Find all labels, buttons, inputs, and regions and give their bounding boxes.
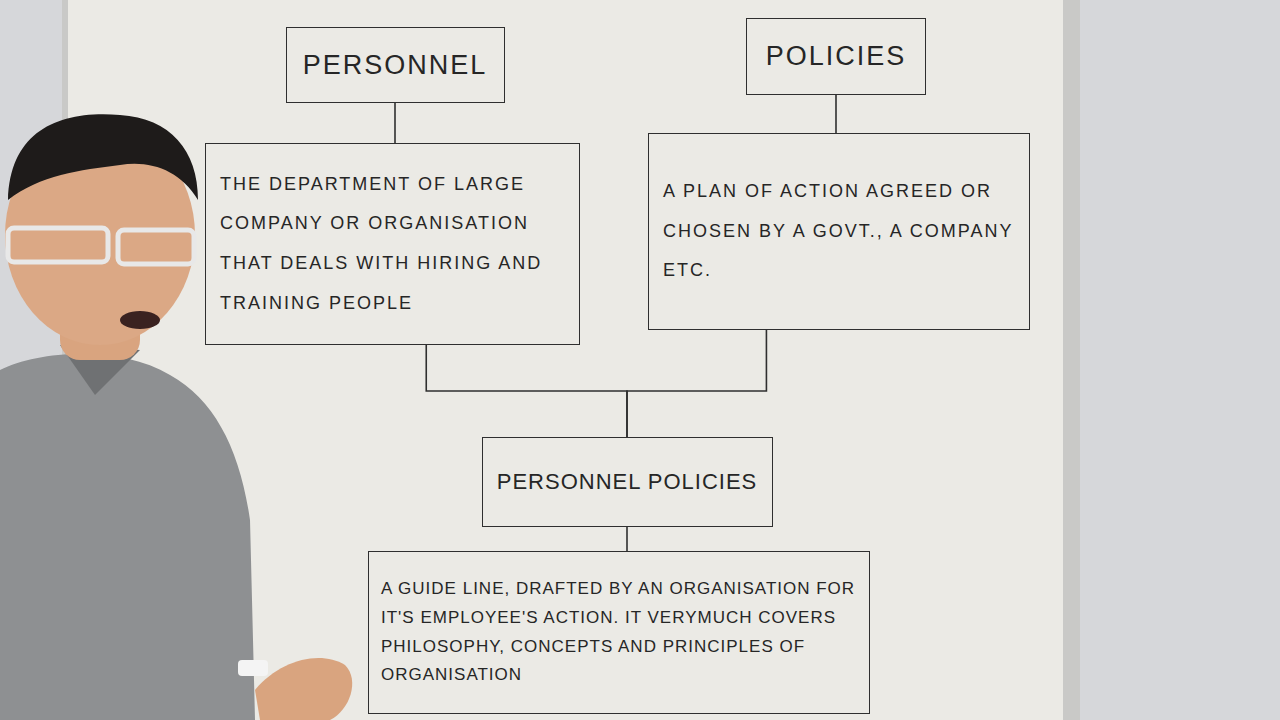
definition-text: A GUIDE LINE, DRAFTED BY AN ORGANISATION… xyxy=(381,575,857,691)
heading-text: PERSONNEL xyxy=(301,49,490,81)
connector-line xyxy=(394,103,396,143)
heading-box: PERSONNEL xyxy=(286,27,505,103)
connector-line xyxy=(835,95,837,133)
presenter-hair xyxy=(8,114,198,200)
heading-text: POLICIES xyxy=(761,40,911,72)
heading-box: PERSONNEL POLICIES xyxy=(482,437,773,527)
definition-text: THE DEPARTMENT OF LARGE COMPANY OR ORGAN… xyxy=(220,165,565,323)
connector-line xyxy=(426,345,627,437)
connector-line xyxy=(626,527,628,551)
connector-line xyxy=(627,330,766,437)
definition-box: A PLAN OF ACTION AGREED OR CHOSEN BY A G… xyxy=(648,133,1030,330)
presenter-glasses xyxy=(118,230,194,264)
presenter-hands xyxy=(255,658,352,720)
definition-box: THE DEPARTMENT OF LARGE COMPANY OR ORGAN… xyxy=(205,143,580,345)
heading-box: POLICIES xyxy=(746,18,926,95)
heading-text: PERSONNEL POLICIES xyxy=(495,469,760,495)
presenter-shirt xyxy=(0,354,255,720)
presenter-glasses xyxy=(8,228,108,262)
definition-text: A PLAN OF ACTION AGREED OR CHOSEN BY A G… xyxy=(663,172,1015,291)
marker xyxy=(238,660,268,676)
definition-box: A GUIDE LINE, DRAFTED BY AN ORGANISATION… xyxy=(368,551,870,714)
presenter-mouth xyxy=(120,311,160,329)
presenter-figure xyxy=(0,114,352,720)
